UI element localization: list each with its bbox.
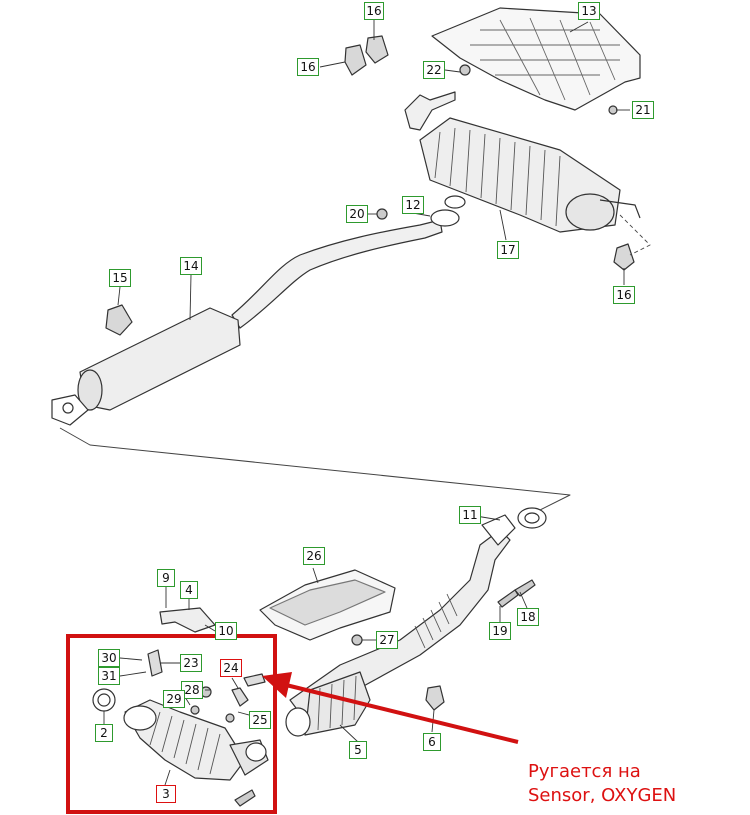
- heat-shield-rear: [431, 7, 641, 111]
- flange-gasket: [430, 195, 547, 529]
- part-label-29: 29: [163, 690, 185, 708]
- part-label-3: 3: [156, 785, 176, 803]
- heat-shield-front: [259, 569, 396, 641]
- part-label-28: 28: [181, 681, 203, 699]
- part-label-10: 10: [215, 622, 237, 640]
- annotation-text: Ругается на Sensor, OXYGEN: [528, 760, 743, 808]
- intermediate-pipe: [231, 219, 443, 329]
- front-pipe: [285, 514, 516, 737]
- rubber-hanger: [105, 35, 635, 711]
- part-label-5: 5: [349, 741, 367, 759]
- part-label-23: 23: [180, 654, 202, 672]
- part-label-18: 18: [517, 608, 539, 626]
- part-label-2: 2: [95, 724, 113, 742]
- callout-arrow: [262, 672, 519, 744]
- part-label-6: 6: [423, 733, 441, 751]
- part-label-27: 27: [376, 631, 398, 649]
- rear-muffler: [419, 117, 641, 233]
- annotation-line-1: Ругается на: [528, 761, 641, 782]
- part-label-24: 24: [220, 659, 242, 677]
- part-label-13: 13: [578, 2, 600, 20]
- part-label-31: 31: [98, 667, 120, 685]
- annotation-line-2: Sensor, OXYGEN: [528, 785, 677, 806]
- part-label-9: 9: [157, 569, 175, 587]
- part-label-26: 26: [303, 547, 325, 565]
- leader-lines: [103, 20, 630, 786]
- part-label-11: 11: [459, 506, 481, 524]
- part-label-16: 16: [613, 286, 635, 304]
- part-label-21: 21: [632, 101, 654, 119]
- highlight-box: [66, 634, 277, 814]
- part-label-14: 14: [180, 257, 202, 275]
- middle-muffler: [51, 307, 241, 426]
- catalytic-converter: [123, 699, 269, 781]
- part-label-16: 16: [297, 58, 319, 76]
- part-label-22: 22: [423, 61, 445, 79]
- oxygen-sensor: [147, 649, 266, 707]
- part-label-16: 16: [364, 2, 384, 20]
- part-label-30: 30: [98, 649, 120, 667]
- part-label-25: 25: [249, 711, 271, 729]
- part-label-20: 20: [346, 205, 368, 223]
- part-label-4: 4: [180, 581, 198, 599]
- part-label-17: 17: [497, 241, 519, 259]
- part-label-19: 19: [489, 622, 511, 640]
- part-label-15: 15: [109, 269, 131, 287]
- pipe-bracket: [159, 607, 216, 633]
- part-label-12: 12: [402, 196, 424, 214]
